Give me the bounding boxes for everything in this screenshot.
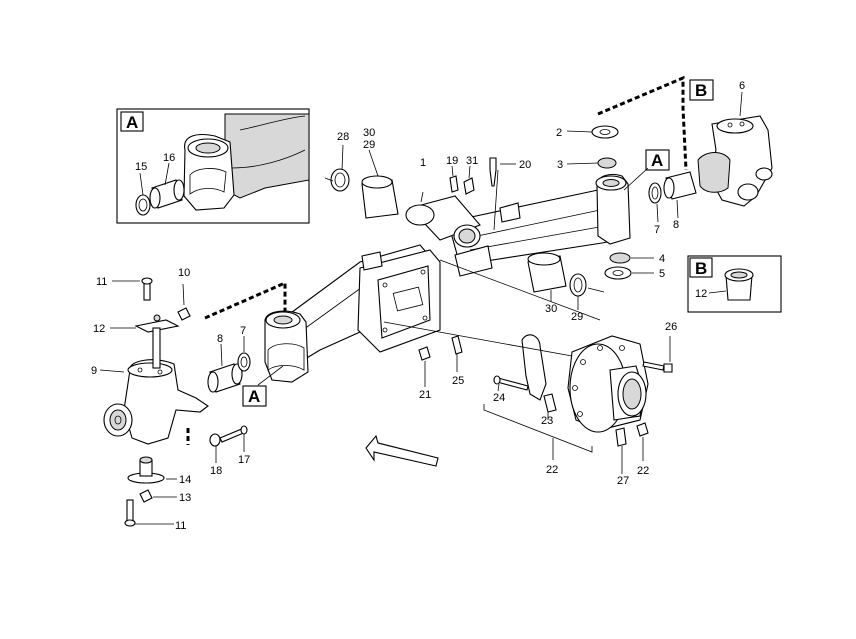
differential-assembly [418,334,673,474]
assembly-bracket-23 [483,404,593,453]
callout-22-left: 21 [419,389,431,401]
view-marker-a-left: A [242,365,284,407]
callout-32: 31 [466,155,478,167]
callout-1: 1 [420,157,426,169]
callout-5: 5 [659,268,665,280]
sensor-21 [489,157,497,187]
svg-text:A: A [651,151,663,170]
plate-12 [134,319,180,333]
view-marker-a-right: A [623,149,670,191]
callout-19: 16 [163,152,175,164]
inset-b-letter: B [695,259,707,278]
callout-6: 6 [739,80,745,92]
bolt-27 [642,361,665,371]
callout-14: 14 [179,474,191,486]
callout-17: 18 [210,465,222,477]
callout-15: 12 [695,288,707,300]
washer-29-right [569,273,587,297]
washer-7-left [237,352,251,372]
washer-17 [209,433,221,447]
bolt-25 [496,377,529,391]
callout-22-right: 22 [637,465,649,477]
callout-9: 9 [91,365,97,377]
fitting-32 [463,177,475,195]
bearing-cap [521,334,547,401]
callout-2: 2 [556,127,562,139]
callout-30-right: 30 [545,303,557,315]
callout-7-left: 7 [240,325,246,337]
callout-18: 15 [135,161,147,173]
view-reference-dashes [186,75,688,445]
callout-10: 10 [178,267,190,279]
washer-18 [135,194,151,216]
callout-3: 3 [557,159,563,171]
callout-29-top: 28 [337,131,349,143]
view-marker-b-right: B [689,79,714,101]
callout-31: 30 [363,127,375,139]
washer-4 [609,252,631,264]
bolt-11-top [143,281,151,301]
detail-inset-a: A 15 16 [116,108,310,224]
upper-parts [324,125,697,310]
callout-12: 12 [93,323,105,335]
nut-10 [177,307,191,321]
spacer-3 [597,157,617,169]
inset-a-label-box [120,111,144,132]
nut-22-left [418,346,431,361]
washer-2 [591,125,619,139]
nut-13 [139,489,153,503]
svg-text:A: A [248,387,260,406]
detail-inset-b: B 12 [687,255,782,313]
bolt-11-bottom [126,499,134,523]
callout-23: 22 [546,464,558,476]
callout-27: 26 [665,321,677,333]
callout-8-left: 8 [217,333,223,345]
callout-11-top: 11 [96,276,107,288]
inset-b-label-box [689,257,713,278]
nut-22-right [636,422,649,437]
direction-arrow [365,434,439,467]
callout-16: 17 [238,454,250,466]
steering-knuckle-left [99,277,248,527]
callout-labels: 1 2 3 4 5 6 7 7 8 8 9 10 11 11 12 13 14 … [91,80,745,532]
callout-25: 24 [493,392,505,404]
pin-24 [543,393,557,413]
stud-28 [615,427,627,447]
callout-7-right: 7 [654,224,660,236]
callout-11-bottom: 11 [175,520,186,532]
washer-29-top [330,168,350,192]
callout-28: 27 [617,475,629,487]
callout-24: 23 [541,415,553,427]
callout-4: 4 [659,253,665,265]
steering-knuckle-right [697,91,773,207]
callout-8-right: 8 [673,219,679,231]
svg-text:B: B [695,81,707,100]
callout-21: 20 [519,159,531,171]
inset-a-letter: A [126,113,138,132]
callout-29-right: 29 [571,311,583,323]
pin-26 [451,335,463,355]
callout-20: 19 [446,155,458,167]
washer-7-right [648,182,662,204]
callout-26: 25 [452,375,464,387]
washer-5 [604,266,632,280]
callout-30-top: 29 [363,139,375,151]
callout-13: 13 [179,492,191,504]
axle-beam [264,173,631,383]
left-bushing-set [207,336,251,393]
fitting-20 [449,175,459,193]
guide-lines [383,169,601,357]
